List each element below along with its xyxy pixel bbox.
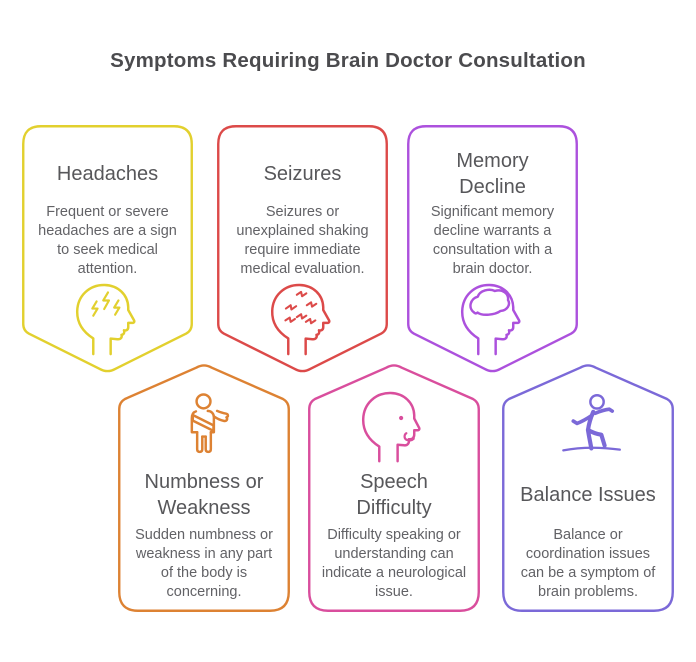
card-title: Headaches (56, 163, 159, 185)
head-brain-icon (460, 283, 521, 356)
card-title-box: Memory Decline (433, 147, 553, 201)
card-border-shape (308, 364, 480, 612)
card-numbness-weakness: Numbness or Weakness Sudden numbness or … (118, 362, 290, 612)
head-lightning-icon (75, 283, 136, 356)
card-title: Balance Issues (520, 484, 656, 506)
card-title-box: Numbness or Weakness (125, 466, 283, 524)
person-arm-sling-icon (190, 393, 230, 454)
page-title: Symptoms Requiring Brain Doctor Consulta… (110, 49, 586, 72)
card-border-shape (502, 364, 674, 612)
card-title-box: Balance Issues (520, 466, 656, 524)
head-seizure-icon (270, 283, 331, 356)
card-memory-decline: Memory Decline Significant memory declin… (407, 125, 578, 375)
card-title: Seizures (263, 163, 342, 185)
person-balance-icon (562, 393, 621, 452)
card-title: Memory Decline (456, 150, 529, 198)
card-border-shape (217, 125, 388, 373)
card-description: Frequent or severe headaches are a sign … (38, 204, 177, 277)
card-title: Speech Difficulty (356, 471, 432, 519)
card-title-box: Speech Difficulty (339, 466, 449, 524)
card-description: Seizures or unexplained shaking require … (236, 204, 369, 277)
card-title: Numbness or Weakness (144, 471, 264, 519)
card-description: Sudden numbness or weakness in any part … (135, 527, 273, 600)
card-border-shape (407, 125, 578, 373)
card-description: Significant memory decline warrants a co… (430, 204, 555, 277)
card-seizures: Seizures Seizures or unexplained shaking… (217, 125, 388, 375)
card-title-box: Headaches (57, 147, 158, 201)
card-description: Difficulty speaking or understanding can… (321, 527, 467, 600)
card-border-shape (118, 364, 290, 612)
head-speech-icon (361, 391, 421, 463)
card-balance-issues: Balance Issues Balance or coordination i… (502, 362, 674, 612)
card-description: Balance or coordination issues can be a … (520, 527, 656, 600)
card-speech-difficulty: Speech Difficulty Difficulty speaking or… (308, 362, 480, 612)
card-headaches: Headaches Frequent or severe headaches a… (22, 125, 193, 375)
card-title-box: Seizures (264, 147, 342, 201)
card-border-shape (22, 125, 193, 373)
